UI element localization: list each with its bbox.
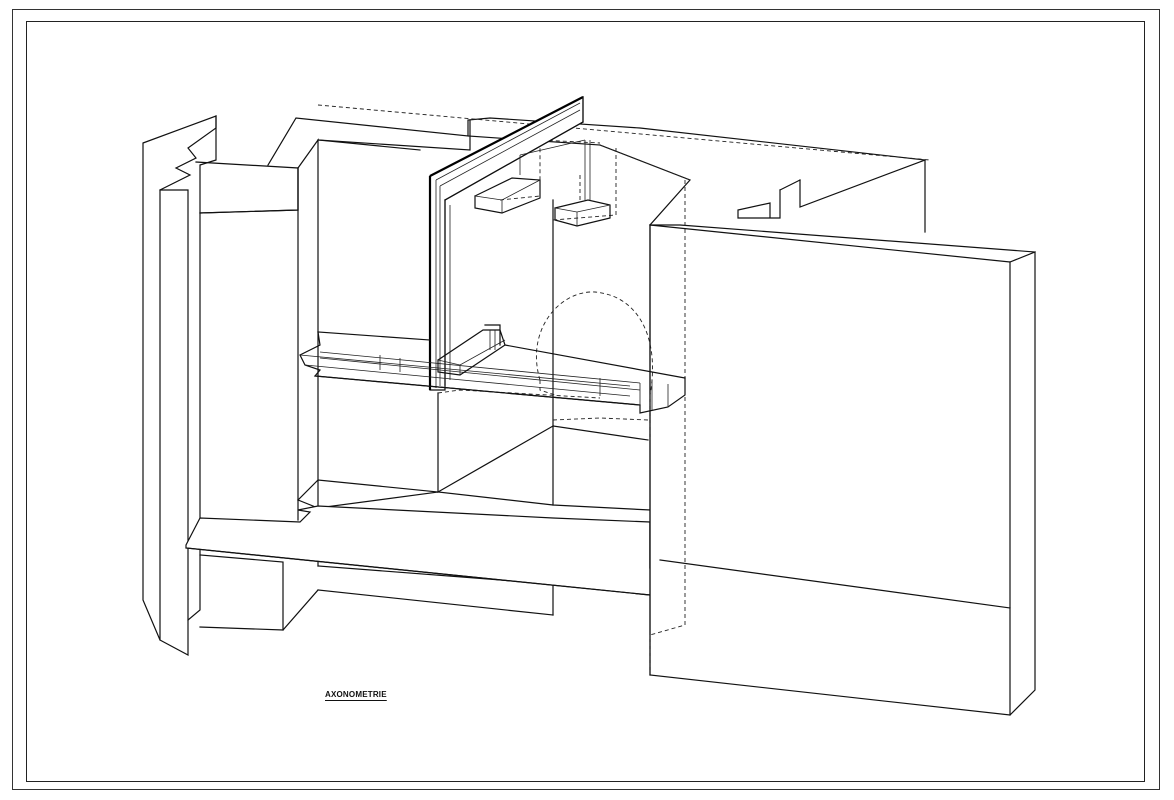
top-brackets [474, 139, 611, 227]
central-recess [297, 119, 692, 616]
torn-left-wall [142, 115, 299, 657]
glass-panel-frame [428, 96, 584, 391]
back-wall-left [267, 117, 926, 233]
right-block [649, 224, 1036, 716]
inner-frame [26, 21, 1145, 782]
hidden-lines [317, 104, 931, 675]
outer-frame [12, 9, 1160, 790]
lower-bracket [437, 324, 506, 376]
horizontal-rail [299, 331, 686, 414]
drawing-title: AXONOMETRIE [325, 690, 387, 699]
